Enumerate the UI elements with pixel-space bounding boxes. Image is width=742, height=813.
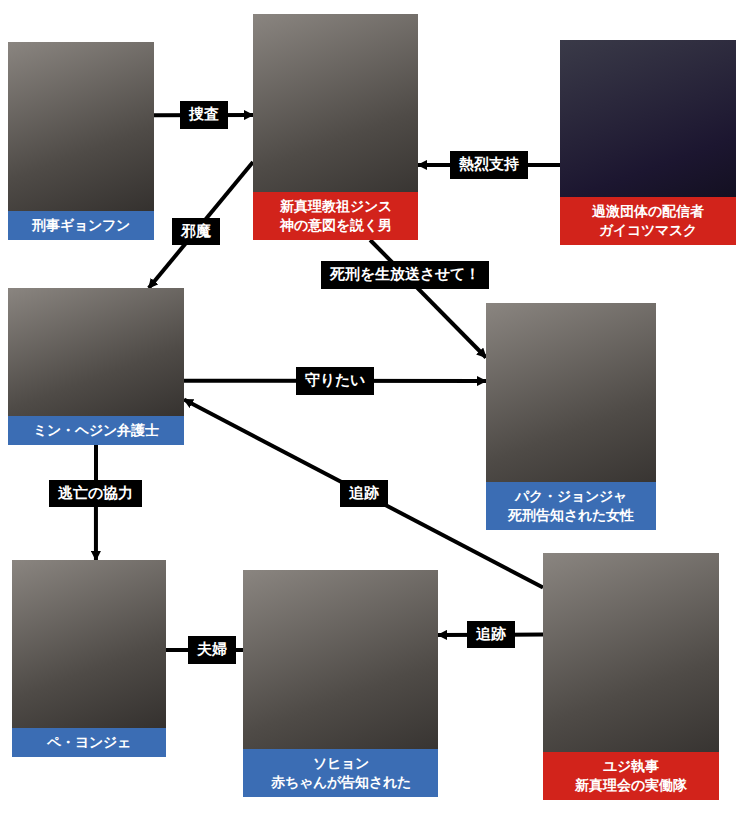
character-role: ガイコツマスク <box>564 221 732 240</box>
relation-label: 捜査 <box>180 101 228 129</box>
name-tag: 新真理教祖ジンス神の意図を説く男 <box>253 192 418 240</box>
character-name: パク・ジョンジャ <box>490 487 652 506</box>
character-name: ソヒョン <box>247 754 434 773</box>
character-role: 新真理会の実働隊 <box>547 776 715 795</box>
character-role: 赤ちゃんが告知された <box>247 773 434 792</box>
relation-label: 熱烈支持 <box>450 151 528 179</box>
character-name: 刑事ギョンフン <box>12 216 150 235</box>
character-role: 死刑告知された女性 <box>490 506 652 525</box>
character-card: 刑事ギョンフン <box>8 42 154 240</box>
character-name: ユジ執事 <box>547 757 715 776</box>
name-tag: 過激団体の配信者ガイコツマスク <box>560 197 736 245</box>
character-role: 神の意図を説く男 <box>257 216 414 235</box>
relation-arrow <box>149 162 253 288</box>
relation-label: 夫婦 <box>188 636 236 664</box>
character-name: 過激団体の配信者 <box>564 202 732 221</box>
relation-label: 追跡 <box>340 480 388 508</box>
character-card: 過激団体の配信者ガイコツマスク <box>560 40 736 245</box>
relation-label: 逃亡の協力 <box>49 480 142 508</box>
name-tag: パク・ジョンジャ死刑告知された女性 <box>486 482 656 530</box>
character-card: ユジ執事新真理会の実働隊 <box>543 553 719 800</box>
relation-label: 邪魔 <box>172 218 220 246</box>
relation-label: 死刑を生放送させて！ <box>321 261 489 289</box>
character-card: ペ・ヨンジェ <box>12 560 166 757</box>
character-card: ミン・ヘジン弁護士 <box>8 288 184 445</box>
character-card: 新真理教祖ジンス神の意図を説く男 <box>253 14 418 240</box>
character-name: ミン・ヘジン弁護士 <box>12 421 180 440</box>
relation-arrow <box>370 240 486 357</box>
character-name: 新真理教祖ジンス <box>257 197 414 216</box>
character-card: パク・ジョンジャ死刑告知された女性 <box>486 303 656 530</box>
name-tag: ソヒョン赤ちゃんが告知された <box>243 749 438 797</box>
relation-label: 追跡 <box>467 621 515 649</box>
relation-label: 守りたい <box>296 367 374 395</box>
name-tag: ミン・ヘジン弁護士 <box>8 416 184 445</box>
name-tag: ペ・ヨンジェ <box>12 728 166 757</box>
name-tag: 刑事ギョンフン <box>8 211 154 240</box>
character-card: ソヒョン赤ちゃんが告知された <box>243 570 438 797</box>
character-name: ペ・ヨンジェ <box>16 733 162 752</box>
name-tag: ユジ執事新真理会の実働隊 <box>543 752 719 800</box>
